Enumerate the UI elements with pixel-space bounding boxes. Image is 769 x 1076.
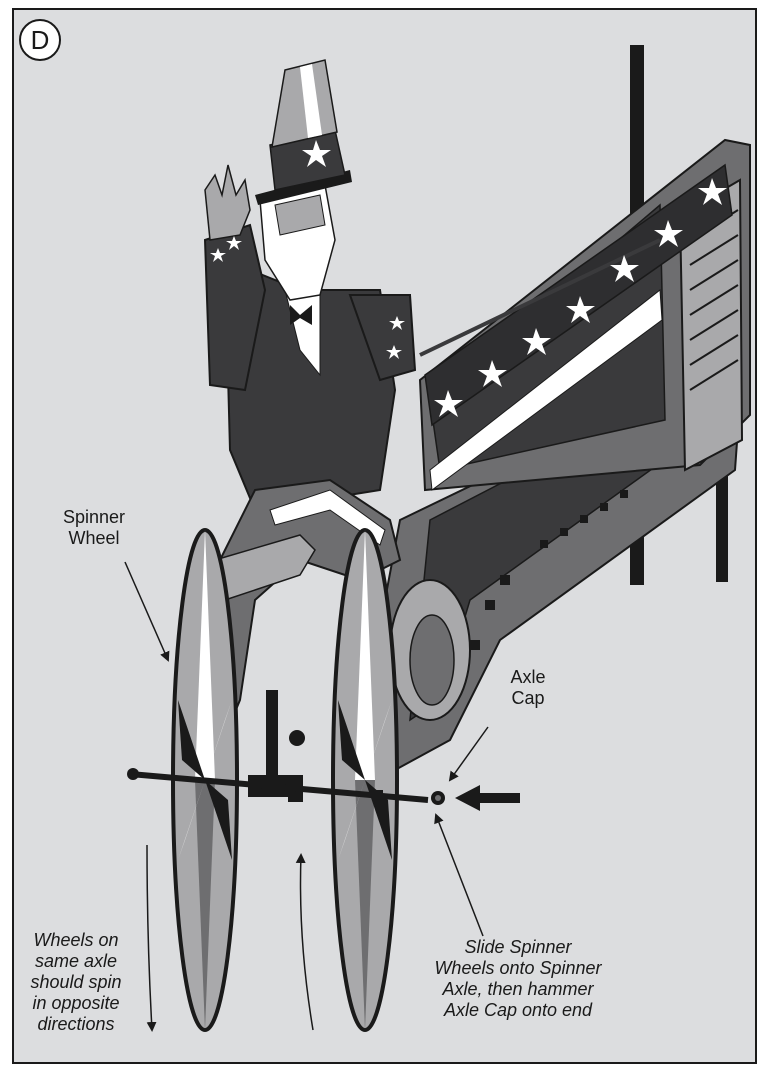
spin-arrow-right [295, 853, 314, 1031]
wheels-note-label: Wheels on same axle should spin in oppos… [30, 930, 122, 1034]
seat-post-bolt [289, 730, 305, 746]
chassis-holes [470, 490, 628, 650]
step-badge: D [19, 19, 61, 61]
mounting-pole-lower [716, 470, 728, 582]
figure-face [274, 194, 326, 236]
pants-stripe [269, 489, 386, 546]
slide-note-pointer [434, 813, 484, 937]
hood-stars [434, 178, 727, 417]
axle-end-left [127, 768, 139, 780]
figure-stars [210, 140, 405, 359]
hood-white-stripe [429, 289, 663, 491]
axle-cap-label: Axle Cap [510, 667, 546, 708]
figure-bowtie [290, 305, 312, 325]
steering-rod [419, 238, 661, 357]
spinner-wheel-pointer [124, 561, 170, 662]
push-direction-arrow [455, 785, 520, 811]
figure-raised-hand [204, 164, 251, 241]
axle-cap-pointer [448, 726, 489, 782]
slide-note-label: Slide Spinner Wheels onto Spinner Axle, … [434, 937, 602, 1020]
spin-arrow-left [146, 844, 157, 1032]
spinner-wheel-right [331, 528, 399, 1032]
spinner-wheel-label: Spinner Wheel [62, 507, 126, 548]
seat-post [266, 690, 278, 785]
